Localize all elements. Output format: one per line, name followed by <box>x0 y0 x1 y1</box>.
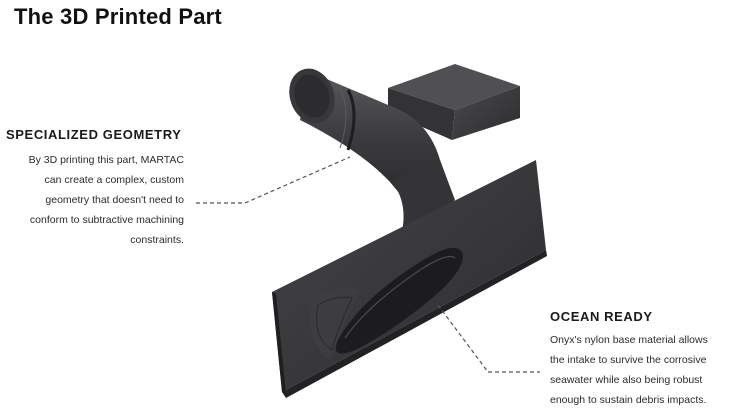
callout-body: Onyx's nylon base material allows the in… <box>550 330 750 410</box>
leader-line-geometry <box>196 156 351 204</box>
elbow-neck <box>360 160 455 265</box>
callout-line: conform to subtractive machining <box>29 214 184 226</box>
rear-block <box>388 64 520 140</box>
callout-line: Onyx's nylon base material allows <box>550 334 708 346</box>
callout-heading: SPECIALIZED GEOMETRY <box>6 127 182 142</box>
callout-line: enough to sustain debris impacts. <box>550 394 707 406</box>
page-title: The 3D Printed Part <box>14 4 222 29</box>
callout-heading: OCEAN READY <box>550 309 653 324</box>
leader-line-ocean <box>437 304 540 373</box>
callout-line: the intake to survive the corrosive <box>550 354 707 366</box>
callout-line: By 3D printing this part, MARTAC <box>28 154 184 166</box>
callout-line: can create a complex, custom <box>44 174 184 186</box>
callout-specialized-geometry: SPECIALIZED GEOMETRY By 3D printing this… <box>6 127 184 250</box>
callout-line: seawater while also being robust <box>550 374 703 386</box>
callout-line: geometry that doesn't need to <box>45 194 184 206</box>
callout-ocean-ready: OCEAN READY Onyx's nylon base material a… <box>550 309 750 410</box>
inlet-opening <box>335 247 463 354</box>
callout-line: constraints. <box>130 234 184 246</box>
callout-body: By 3D printing this part, MARTAC can cre… <box>6 150 184 250</box>
